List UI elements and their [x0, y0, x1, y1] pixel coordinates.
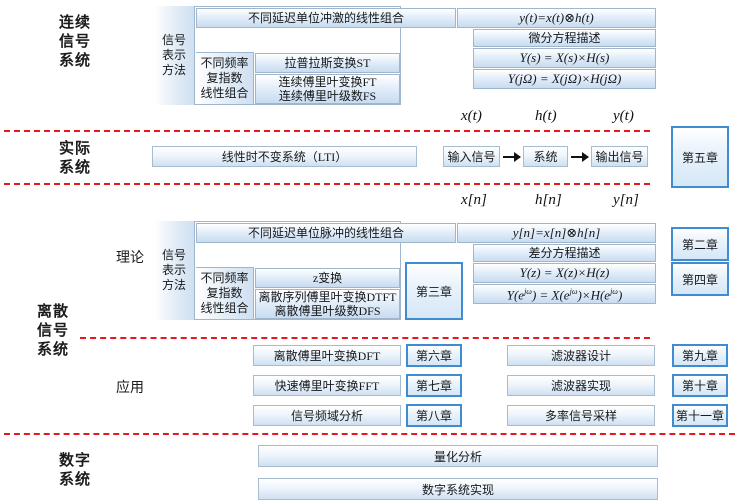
arrow-input-to-system [503, 152, 521, 162]
signal-tag-yn: y[n] [613, 192, 639, 208]
arrow-system-to-output [571, 152, 589, 162]
output-signal-box: 输出信号 [591, 146, 648, 167]
chapter-box-two[interactable]: 第二章 [671, 227, 729, 261]
continuous-fourier-formula: Y(jΩ) = X(jΩ)×H(jΩ) [473, 69, 656, 89]
signal-tag-hn: h[n] [535, 192, 562, 208]
signal-tag-xt: x(t) [461, 108, 482, 124]
discrete-impulse-combination: 不同延迟单位脉冲的线性组合 [196, 223, 456, 243]
chapter-box-six[interactable]: 第六章 [406, 344, 462, 367]
side-label-discrete: 离散 信号 系统 [36, 304, 69, 358]
continuous-fourier-formula-text: Y(jΩ) = X(jΩ)×H(jΩ) [507, 71, 622, 86]
discrete-dtft-formula-text: Y(ejω) = X(ejω)×H(ejω) [506, 287, 623, 303]
side-label-continuous: 连续 信号 系统 [58, 15, 91, 69]
chapter-box-ten[interactable]: 第十章 [672, 374, 728, 397]
signal-tag-yt: y(t) [613, 108, 634, 124]
chapter-box-three[interactable]: 第三章 [405, 262, 463, 320]
application-topic-fft[interactable]: 快速傅里叶变换FFT [253, 375, 401, 396]
chapter-box-five[interactable]: 第五章 [671, 126, 729, 188]
continuous-diff-eq: 微分方程描述 [473, 29, 656, 47]
discrete-dtft-cell: 离散序列傅里叶变换DTFT 离散傅里叶级数DFS [255, 289, 400, 319]
continuous-rep-method-label: 信号 表示 方法 [154, 6, 195, 105]
continuous-laplace-cell: 拉普拉斯变换ST [255, 53, 400, 73]
continuous-blank-cell [196, 29, 400, 51]
discrete-convolution-text: y[n]=x[n]⊗h[n] [512, 225, 601, 240]
chapter-box-eight[interactable]: 第八章 [406, 404, 462, 427]
chapter-box-nine[interactable]: 第九章 [672, 344, 728, 367]
discrete-rep-method-label: 信号 表示 方法 [154, 221, 195, 320]
discrete-blank-cell [196, 244, 400, 266]
application-topic-multirate[interactable]: 多率信号采样 [507, 405, 655, 426]
continuous-freq-label: 不同频率 复指数 线性组合 [196, 52, 254, 104]
separator-theory-application [80, 337, 650, 339]
continuous-laplace-formula-text: Y(s) = X(s)×H(s) [519, 50, 610, 65]
separator-application-digital [4, 433, 735, 435]
separator-actual-discrete [4, 183, 650, 185]
continuous-convolution-formula: y(t)=x(t)⊗h(t) [457, 8, 656, 28]
chapter-box-four[interactable]: 第四章 [671, 262, 729, 296]
discrete-convolution-formula: y[n]=x[n]⊗h[n] [457, 223, 656, 243]
signal-tag-xn: x[n] [461, 192, 487, 208]
chapter-box-eleven[interactable]: 第十一章 [672, 404, 728, 427]
application-topic-freq-analysis[interactable]: 信号频域分析 [253, 405, 401, 426]
chapter-box-seven[interactable]: 第七章 [406, 374, 462, 397]
discrete-diff-eq: 差分方程描述 [473, 244, 656, 262]
continuous-convolution-text: y(t)=x(t)⊗h(t) [519, 10, 594, 25]
discrete-dtft-formula: Y(ejω) = X(ejω)×H(ejω) [473, 284, 656, 304]
discrete-ztransform-cell: z变换 [255, 268, 400, 288]
lti-system-box: 线性时不变系统（LTI） [152, 146, 417, 167]
continuous-laplace-formula: Y(s) = X(s)×H(s) [473, 48, 656, 68]
digital-quantization-box[interactable]: 量化分析 [258, 445, 658, 467]
discrete-z-formula: Y(z) = X(z)×H(z) [473, 263, 656, 283]
continuous-impulse-combination: 不同延迟单位冲激的线性组合 [196, 8, 456, 28]
application-topic-filter-impl[interactable]: 滤波器实现 [507, 375, 655, 396]
discrete-z-formula-text: Y(z) = X(z)×H(z) [519, 265, 610, 280]
continuous-fourier-cell: 连续傅里叶变换FT 连续傅里叶级数FS [255, 74, 400, 104]
stage-label-theory: 理论 [116, 251, 144, 266]
side-label-actual: 实际 系统 [58, 141, 91, 176]
side-label-digital: 数字 系统 [58, 453, 91, 488]
digital-implementation-box[interactable]: 数字系统实现 [258, 478, 658, 500]
application-topic-dft[interactable]: 离散傅里叶变换DFT [253, 345, 401, 366]
stage-label-application: 应用 [116, 381, 144, 396]
application-topic-filter-design[interactable]: 滤波器设计 [507, 345, 655, 366]
separator-continuous-actual [4, 130, 650, 132]
system-box: 系统 [523, 146, 568, 167]
signal-tag-ht: h(t) [535, 108, 557, 124]
input-signal-box: 输入信号 [443, 146, 500, 167]
discrete-freq-label: 不同频率 复指数 线性组合 [196, 267, 254, 319]
